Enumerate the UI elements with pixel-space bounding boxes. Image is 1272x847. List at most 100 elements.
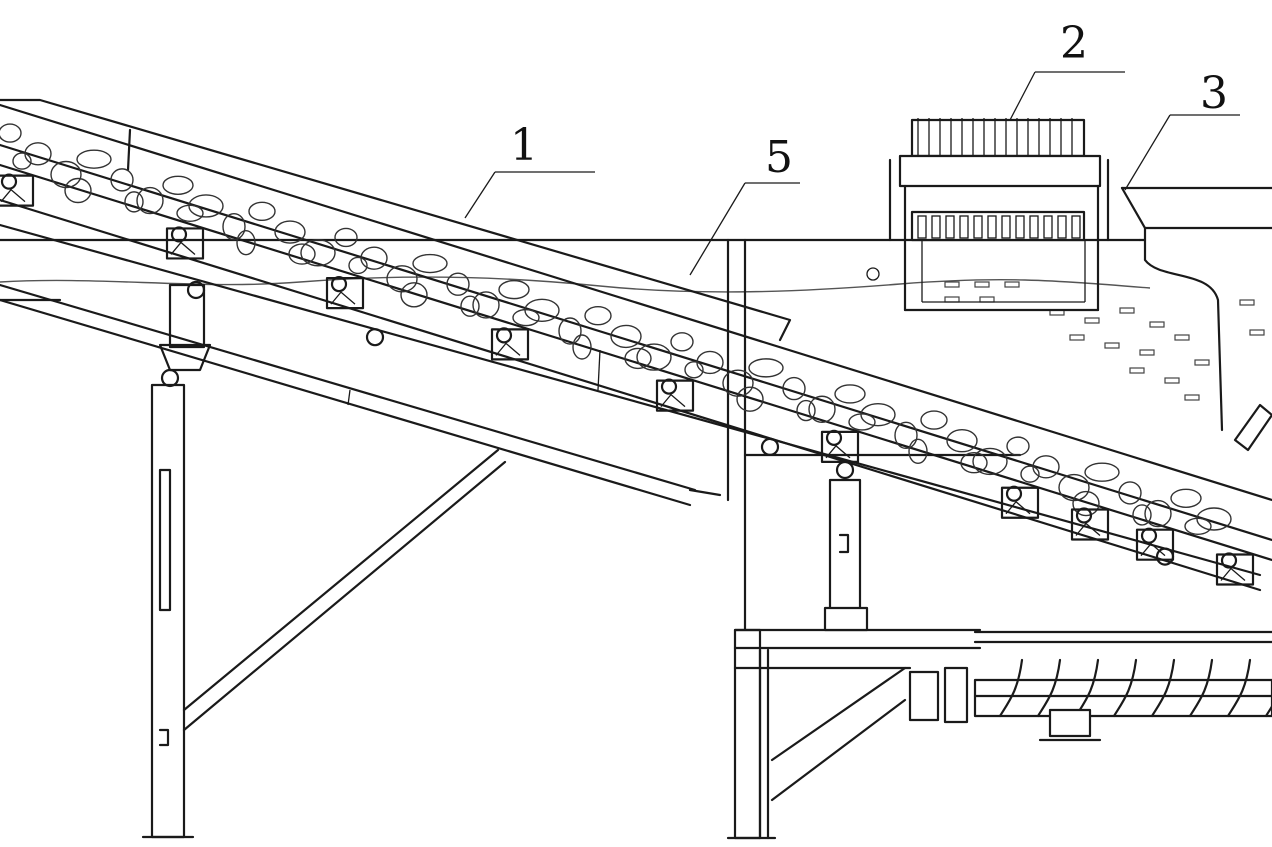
spray-slot [945,215,955,239]
spray-slot [1029,215,1039,239]
idler-strut [1220,567,1246,582]
idler-strut [0,188,26,203]
idler-wheel [1220,552,1238,569]
rock [124,191,144,213]
rock [1184,517,1212,535]
callout-5: 5 [689,132,800,276]
rock [288,243,316,265]
spray-slot [1015,215,1025,239]
idler-wheel [825,429,843,446]
rock [110,168,134,192]
idler-bracket [0,174,35,207]
idler-bracket [1000,486,1040,519]
rock [76,149,112,169]
rock [1118,481,1142,505]
screw-flight [998,658,1024,718]
rock [1196,507,1232,531]
rock [1084,462,1120,482]
rock [960,452,988,474]
idler-bracket [655,379,695,412]
idler-bracket [1215,553,1255,586]
right-frame [726,460,982,840]
callout-1: 1 [464,120,595,219]
idler-wheel [660,378,678,395]
idler-bracket [1135,528,1175,561]
idler-strut [170,241,196,255]
idler-wheel [1140,527,1158,544]
idler-bracket [1070,508,1110,541]
rock [12,152,32,170]
rock [782,376,806,401]
diagonal-brace [182,448,507,732]
rock [696,350,724,375]
screw-flight [1112,658,1138,718]
idler-strut [825,444,851,459]
rock [748,358,784,378]
spray-slot [1071,215,1081,239]
rock [848,413,876,431]
return-roller [1155,547,1175,566]
rock [512,308,540,327]
screw-flight [1264,704,1272,718]
rock [684,361,704,379]
rock [1170,488,1202,508]
callout-3: 3 [1124,68,1240,191]
idler-wheel [1075,507,1093,524]
rock [412,253,448,274]
rock [946,429,978,453]
rock [572,334,592,360]
rock [1006,436,1030,456]
idler-wheel [170,226,188,243]
rock [24,142,52,166]
idler-strut [1005,500,1031,515]
rock [860,402,896,427]
rock [236,229,256,256]
rock [446,272,470,296]
rock [736,386,764,412]
callout-label-5: 5 [765,132,793,183]
spray-unit [888,118,1110,312]
rock [360,246,388,270]
screw-flight [1226,658,1252,718]
rock [624,347,652,370]
spray-slot [1057,215,1067,239]
rock [348,256,368,275]
rock [300,239,336,267]
callout-2: 2 [1009,18,1125,121]
rock [524,298,560,323]
rock [1132,504,1152,526]
rock [460,295,480,317]
rock [834,384,866,404]
rock [610,324,642,349]
rock [400,282,428,308]
rock [584,305,612,326]
idler-strut [330,291,356,305]
idler-strut [1140,542,1166,557]
screw-conveyor [908,630,1272,742]
spray-slot [1001,215,1011,239]
spray-slot [959,215,969,239]
callout-label-3: 3 [1200,68,1228,119]
rock [498,279,530,300]
rock [176,204,204,222]
rock [1144,499,1172,528]
rock [1020,465,1040,483]
feed-hopper [1120,186,1272,432]
screw-flight [1036,658,1062,718]
rock [188,194,224,218]
idler-strut [495,342,521,356]
screw-flight [1188,658,1214,718]
floating-debris [944,281,1265,401]
rock [808,395,836,423]
rock [972,447,1008,476]
spray-slot [931,215,941,239]
inclined-conveyor [0,98,1272,592]
idler-wheel [0,173,18,190]
rock [670,332,694,352]
idler-wheel [495,327,513,344]
rock [472,291,500,319]
spray-slot [973,215,983,239]
idler-bracket [820,430,860,463]
idler-strut [1075,522,1101,536]
